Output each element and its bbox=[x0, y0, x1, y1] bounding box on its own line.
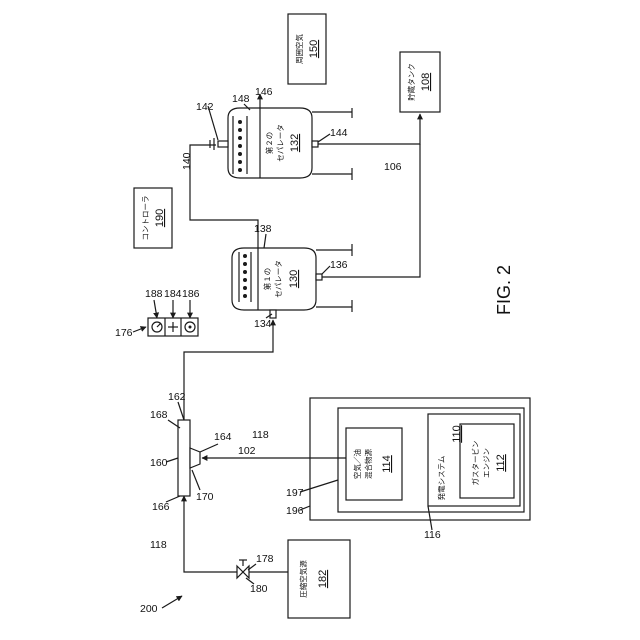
power-system: 発電システム 110 ガスタービン エンジン 112 bbox=[310, 398, 530, 520]
ref-106: 106 bbox=[384, 161, 402, 173]
ref-164: 164 bbox=[214, 431, 232, 443]
ref-176: 176 bbox=[115, 327, 133, 339]
second-separator-ref: 132 bbox=[289, 134, 301, 152]
ref-118b: 118 bbox=[252, 429, 269, 441]
air-oil-mixture-label-2: 混合物源 bbox=[363, 449, 373, 479]
ambient-air-label: 周囲空気 bbox=[294, 34, 304, 64]
first-separator-label-1: 第１の bbox=[262, 268, 272, 291]
ref-160: 160 bbox=[150, 457, 168, 469]
ref-168: 168 bbox=[150, 409, 168, 421]
storage-tank-ref: 108 bbox=[420, 73, 432, 91]
ambient-air-ref: 150 bbox=[308, 40, 320, 58]
ref-196: 196 bbox=[286, 505, 304, 517]
ref-118a: 118 bbox=[150, 539, 167, 551]
gas-turbine-ref: 112 bbox=[495, 454, 507, 472]
valve-icon bbox=[237, 560, 249, 578]
power-system-ref: 110 bbox=[451, 425, 463, 443]
mixer-ejector bbox=[178, 420, 200, 496]
first-separator: 第１の セパレータ 130 bbox=[232, 244, 352, 318]
air-oil-mixture-source: 空気／油 混合物源 114 bbox=[346, 428, 402, 500]
second-separator-label-1: 第２の bbox=[264, 132, 274, 155]
ref-170: 170 bbox=[196, 491, 214, 503]
ref-166: 166 bbox=[152, 501, 170, 513]
ref-142: 142 bbox=[196, 101, 214, 113]
ref-186: 186 bbox=[182, 288, 200, 300]
controller-box: コントローラ 190 bbox=[134, 188, 172, 248]
storage-tank-label: 貯蔵タンク bbox=[406, 63, 416, 101]
instrument-group bbox=[133, 300, 198, 336]
ref-178: 178 bbox=[256, 553, 274, 565]
ref-140: 140 bbox=[181, 152, 193, 170]
compressed-air-label: 圧縮空気源 bbox=[298, 560, 308, 598]
ref-200: 200 bbox=[140, 603, 158, 615]
ref-134: 134 bbox=[254, 318, 272, 330]
ref-136: 136 bbox=[330, 259, 348, 271]
gas-turbine-label-2: エンジン bbox=[482, 448, 491, 478]
air-oil-mixture-label-1: 空気／油 bbox=[352, 449, 362, 479]
power-system-label: 発電システム bbox=[437, 456, 446, 501]
figure-label: FIG. 2 bbox=[494, 265, 514, 315]
compressed-air-source: 圧縮空気源 182 bbox=[288, 540, 350, 618]
ambient-air-box: 周囲空気 150 bbox=[288, 14, 326, 84]
ref-116: 116 bbox=[424, 529, 441, 541]
first-separator-ref: 130 bbox=[288, 270, 300, 288]
air-oil-mixture-ref: 114 bbox=[381, 455, 393, 473]
ref-162: 162 bbox=[168, 391, 186, 403]
ref-197: 197 bbox=[286, 487, 304, 499]
ref-144: 144 bbox=[330, 127, 348, 139]
first-separator-label-2: セパレータ bbox=[274, 260, 283, 298]
second-separator-label-2: セパレータ bbox=[276, 124, 285, 162]
controller-ref: 190 bbox=[154, 209, 166, 227]
ref-188: 188 bbox=[145, 288, 163, 300]
storage-tank-box: 貯蔵タンク 108 bbox=[400, 52, 440, 112]
ref-184: 184 bbox=[164, 288, 182, 300]
compressed-air-ref: 182 bbox=[317, 570, 329, 588]
ref-102: 102 bbox=[238, 445, 256, 457]
leader-lines bbox=[162, 104, 432, 608]
ref-148: 148 bbox=[232, 93, 250, 105]
controller-label: コントローラ bbox=[141, 196, 150, 241]
ref-146: 146 bbox=[255, 86, 273, 98]
ref-138: 138 bbox=[254, 223, 272, 235]
gas-turbine-label-1: ガスタービン bbox=[470, 441, 480, 486]
ref-180: 180 bbox=[250, 583, 268, 595]
